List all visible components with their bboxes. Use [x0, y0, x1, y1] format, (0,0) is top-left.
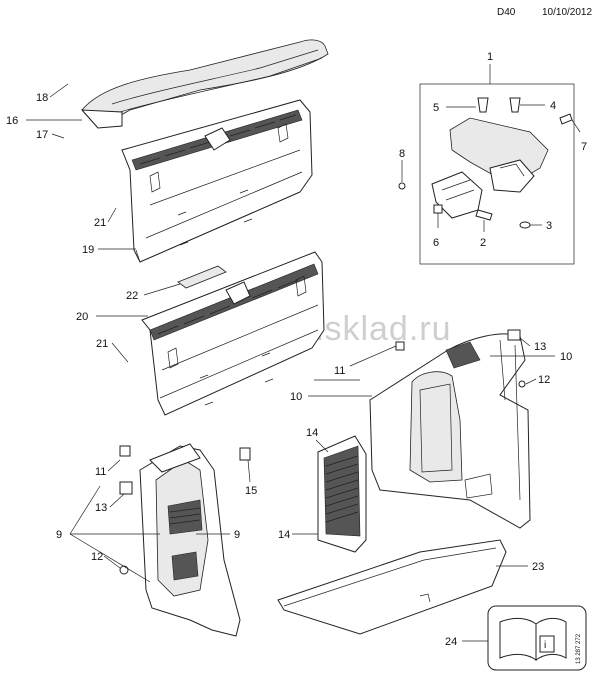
callout-10-left: 10 — [290, 391, 302, 403]
callout-21-bottom: 21 — [96, 338, 108, 350]
callout-3: 3 — [546, 220, 552, 232]
callout-9-right: 9 — [234, 529, 240, 541]
callout-9-left: 9 — [56, 529, 62, 541]
callout-18: 18 — [36, 92, 48, 104]
callout-11-right: 11 — [334, 365, 345, 377]
diagram-code: D40 — [497, 7, 516, 18]
diagram-date: 10/10/2012 — [542, 7, 592, 18]
callout-10-right: 10 — [560, 351, 572, 363]
callout-12-left: 12 — [91, 551, 103, 563]
callout-11-left: 11 — [95, 466, 106, 478]
callout-5: 5 — [433, 102, 439, 114]
callout-14-side: 14 — [278, 529, 290, 541]
leader-lines — [26, 64, 581, 642]
callout-7: 7 — [581, 141, 587, 153]
load-floor-cover — [277, 539, 507, 635]
callout-2: 2 — [480, 237, 486, 249]
manual-info-glyph: i — [544, 640, 546, 651]
callout-16: 16 — [6, 115, 18, 127]
callout-4: 4 — [550, 100, 556, 112]
callout-22: 22 — [126, 290, 138, 302]
callout-17: 17 — [36, 129, 48, 141]
middle-rear-trim-panel — [141, 251, 325, 416]
callout-1: 1 — [487, 51, 493, 63]
right-quarter-trim-panel — [369, 329, 531, 529]
left-quarter-trim-panel — [119, 443, 251, 637]
callout-12-right: 12 — [538, 374, 550, 386]
inset-component-box — [398, 83, 575, 265]
callout-13-left: 13 — [95, 502, 107, 514]
upper-rear-trim-panel — [80, 39, 329, 263]
manual-code: 13 287 272 — [576, 633, 582, 664]
callout-19: 19 — [82, 244, 94, 256]
callout-13-right: 13 — [534, 341, 546, 353]
callout-23: 23 — [532, 561, 544, 573]
callout-8: 8 — [399, 148, 405, 160]
callout-24: 24 — [445, 636, 457, 648]
owners-manual-icon: i 13 287 272 — [487, 605, 587, 671]
callout-labels: 1 2 3 4 5 6 7 8 9 9 10 10 11 11 12 12 13… — [6, 51, 587, 648]
vent-grille — [317, 435, 367, 553]
callout-15: 15 — [245, 485, 257, 497]
callout-21-top: 21 — [94, 217, 106, 229]
callout-20: 20 — [76, 311, 88, 323]
callout-14-top: 14 — [306, 427, 318, 439]
callout-6: 6 — [433, 237, 439, 249]
